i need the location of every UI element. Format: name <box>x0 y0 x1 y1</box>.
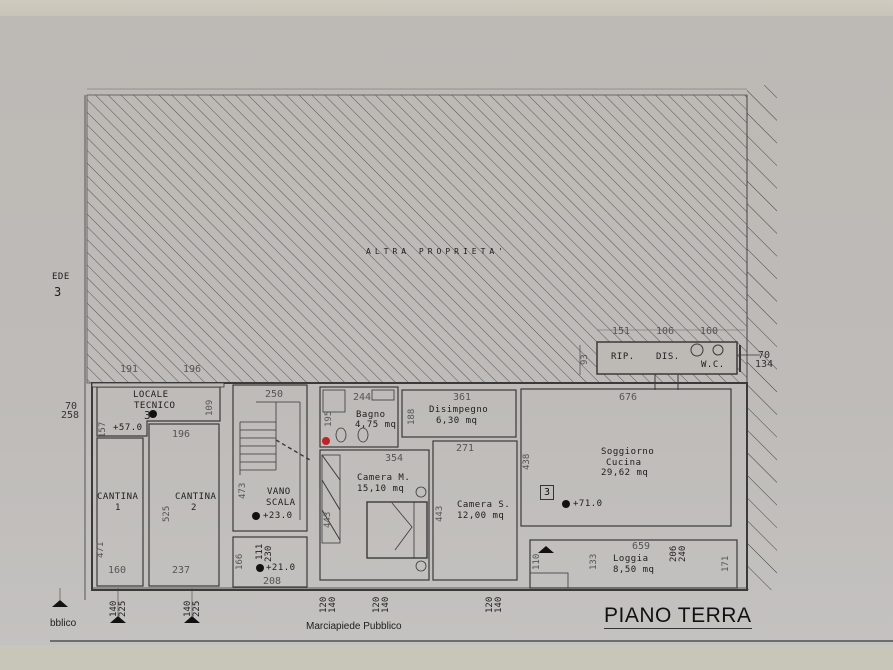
dim-landing-230: 230 <box>264 545 274 562</box>
dim-upper-151: 151 <box>612 326 631 337</box>
room-camera-s-area: 12,00 mq <box>457 511 505 521</box>
room-camera-s-label: Camera S. <box>457 500 511 510</box>
dim-disimpegno-188: 188 <box>407 408 417 425</box>
room-disimpegno-label: Disimpegno <box>429 405 489 415</box>
dim-loggia-659: 659 <box>632 541 651 552</box>
dim-top-left-2: 196 <box>183 364 202 375</box>
room-cantina-2-number: 2 <box>191 503 197 513</box>
dim-soggiorno-676: 676 <box>619 392 638 403</box>
upper-service-block <box>579 329 760 390</box>
room-disimpegno-area: 6,30 mq <box>436 416 478 426</box>
dim-top-left-1: 191 <box>120 364 139 375</box>
dim-upper-106: 106 <box>656 326 675 337</box>
elevation-markers <box>149 410 570 572</box>
elevation-soggiorno: +71.0 <box>573 499 603 509</box>
dim-soggiorno-438: 438 <box>522 453 532 470</box>
dim-scala-250: 250 <box>265 389 284 400</box>
dim-loggia-133: 133 <box>589 553 599 570</box>
room-soggiorno-label: Soggiorno <box>601 447 655 457</box>
left-edge-label: EDE <box>52 272 70 282</box>
page-title: PIANO TERRA <box>604 604 752 627</box>
dim-upper-side-70: 70 <box>758 350 771 361</box>
dim-loggia-171: 171 <box>721 555 731 572</box>
room-bagno-label: Bagno <box>356 410 386 420</box>
right-boundary-hatch <box>746 85 777 590</box>
room-camera-m-label: Camera M. <box>357 473 411 483</box>
dim-upper-160: 160 <box>700 326 719 337</box>
dim-landing-208: 208 <box>263 576 282 587</box>
room-rip-label: RIP. <box>611 352 635 362</box>
room-camera-m-area: 15,10 mq <box>357 484 405 494</box>
room-loggia-area: 8,50 mq <box>613 565 655 575</box>
building-walls <box>91 382 748 591</box>
dim-bagno-354: 354 <box>385 453 404 464</box>
elevation-locale-tecnico: +57.0 <box>113 423 143 433</box>
dim-window-2b: 225 <box>192 600 202 617</box>
room-loggia-label: Loggia <box>613 554 649 564</box>
room-cantina-2-label: CANTINA <box>175 492 217 502</box>
dim-locale-side-bottom: 258 <box>61 410 80 421</box>
background-top <box>0 0 893 20</box>
elevation-landing: +21.0 <box>266 563 296 573</box>
street-label-left: bblico <box>50 618 77 629</box>
room-locale-tecnico-number: 3 <box>144 409 152 422</box>
dim-window-3b: 140 <box>328 596 338 613</box>
dim-cantina-237: 237 <box>172 565 191 576</box>
dim-camera-s-443: 443 <box>435 505 445 522</box>
street-label-bottom: Marciapiede Pubblico <box>306 621 402 632</box>
dim-upper-side-134: 134 <box>755 359 774 370</box>
dim-camera-s-271: 271 <box>456 443 475 454</box>
room-cucina-label: Cucina <box>606 458 642 468</box>
dim-cantina-160: 160 <box>108 565 127 576</box>
room-vano-scala-label-2: SCALA <box>266 498 296 508</box>
dim-landing-166: 166 <box>235 553 245 570</box>
room-wc-label: W.C. <box>701 360 725 370</box>
room-dis-label: DIS. <box>656 352 680 362</box>
room-locale-tecnico-label-2: TECNICO <box>134 401 176 411</box>
room-cantina-1-number: 1 <box>115 503 121 513</box>
dim-loggia-240: 240 <box>678 545 688 562</box>
room-vano-scala-label-1: VANO <box>267 487 291 497</box>
neighbor-property-area <box>86 88 748 384</box>
red-marker <box>322 437 330 445</box>
dim-cantina-471: 471 <box>96 541 106 558</box>
dim-camera-m-443: 443 <box>323 511 333 528</box>
room-locale-tecnico-label-1: LOCALE <box>133 390 169 400</box>
background-bottom <box>0 645 893 670</box>
room-cantina-1-label: CANTINA <box>97 492 139 502</box>
dim-locale-109: 109 <box>205 399 215 416</box>
dim-cantina-525: 525 <box>162 505 172 522</box>
dim-scala-473: 473 <box>238 482 248 499</box>
room-soggiorno-area: 29,62 mq <box>601 468 649 478</box>
dim-cantina-196: 196 <box>172 429 191 440</box>
dim-window-5b: 140 <box>494 596 504 613</box>
entrance-arrows <box>52 546 554 623</box>
dim-disimpegno-361: 361 <box>453 392 472 403</box>
dim-locale-side-top: 70 <box>65 401 78 412</box>
paper-fold-line <box>50 640 893 642</box>
dim-window-4b: 140 <box>381 596 391 613</box>
neighbor-property-label: ALTRA PROPRIETA' <box>366 247 508 256</box>
dim-locale-157: 157 <box>98 421 108 438</box>
room-bagno-area: 4,75 mq <box>355 420 397 430</box>
dim-window-1b: 225 <box>118 600 128 617</box>
title-underline <box>604 628 752 629</box>
dim-bagno-244: 244 <box>353 392 372 403</box>
elevation-vano-scala: +23.0 <box>263 511 293 521</box>
left-edge-number: 3 <box>54 285 62 299</box>
dim-upper-93: 93 <box>580 354 590 365</box>
room-soggiorno-number: 3 <box>540 485 554 500</box>
dim-bagno-195: 195 <box>324 410 334 427</box>
dim-loggia-110: 110 <box>532 553 542 570</box>
